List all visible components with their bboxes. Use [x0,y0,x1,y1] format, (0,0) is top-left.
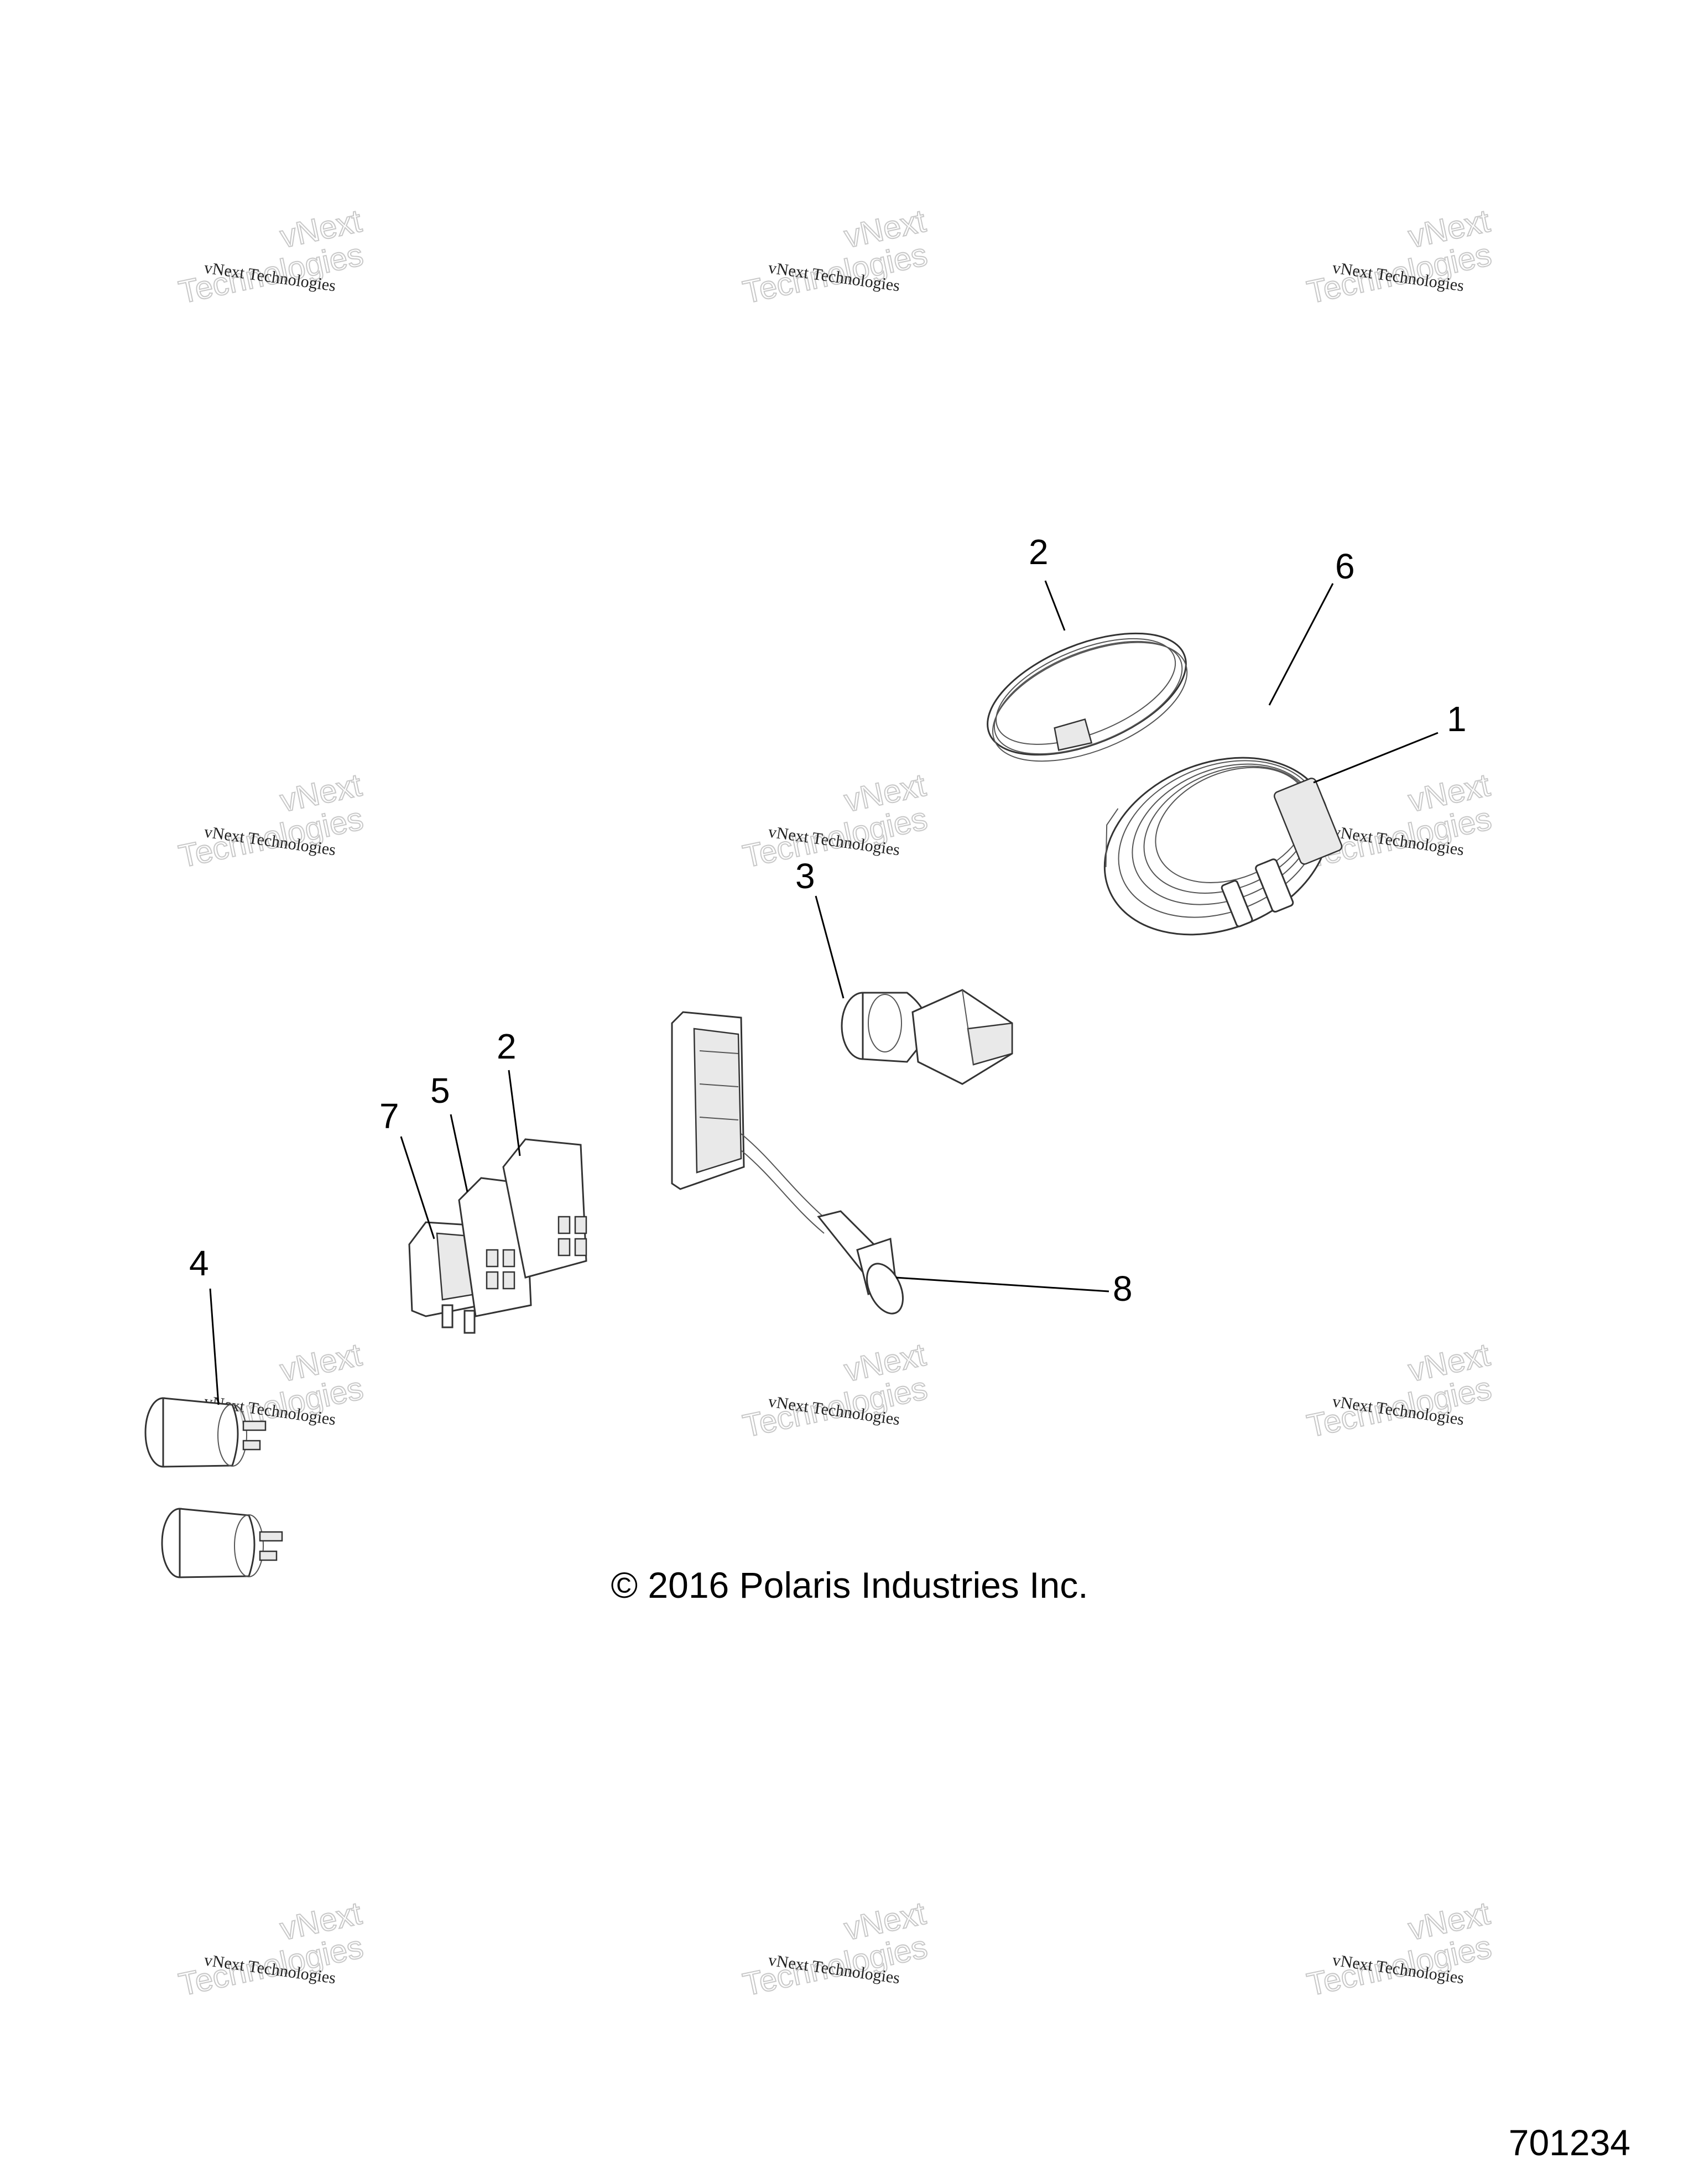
leader-7 [400,1136,435,1239]
switch-cluster-part [408,1138,587,1334]
ignition-switch-part [841,989,1013,1085]
copyright-notice: © 2016 Polaris Industries Inc. [611,1565,1088,1606]
watermark-lc: Technologies vNext vNext Technologies [739,1336,931,1445]
leader-3 [815,895,845,999]
leader-5 [450,1114,468,1192]
power-outlet-part-lower [161,1508,283,1578]
leader-1 [1313,732,1439,784]
watermark-tc: Technologies vNext vNext Technologies [739,202,931,311]
callout-5: 5 [430,1071,450,1111]
figure-number: 701234 [1508,2122,1630,2163]
gauge-housing-part [1103,757,1343,936]
watermark-ml: Technologies vNext vNext Technologies [175,767,367,875]
callout-3: 3 [795,856,815,896]
leader-8 [895,1276,1109,1292]
power-outlet-part-upper [144,1397,267,1468]
callout-4: 4 [189,1243,209,1283]
leader-2-top [1044,580,1066,631]
leader-2-mid [508,1070,521,1156]
rocker-switch-harness-part [671,1011,904,1315]
watermark-bc: Technologies vNext vNext Technologies [739,1895,931,2004]
watermark-tr: Technologies vNext vNext Technologies [1304,202,1495,311]
callout-1: 1 [1447,699,1467,739]
watermark-br: Technologies vNext vNext Technologies [1304,1895,1495,2004]
callout-2-mid: 2 [497,1026,517,1066]
watermark-tl: Technologies vNext vNext Technologies [175,202,367,311]
watermark-mc: Technologies vNext vNext Technologies [739,767,931,875]
callout-8: 8 [1113,1269,1133,1309]
watermark-mr: Technologies vNext vNext Technologies [1304,767,1495,875]
callout-2-top: 2 [1029,532,1049,572]
leader-6 [1268,583,1334,706]
callout-6: 6 [1335,546,1355,586]
watermark-lr: Technologies vNext vNext Technologies [1304,1336,1495,1445]
callout-7: 7 [379,1096,399,1136]
seal-ring-part [987,632,1188,762]
leader-4 [209,1288,220,1405]
watermark-bl: Technologies vNext vNext Technologies [175,1895,367,2004]
